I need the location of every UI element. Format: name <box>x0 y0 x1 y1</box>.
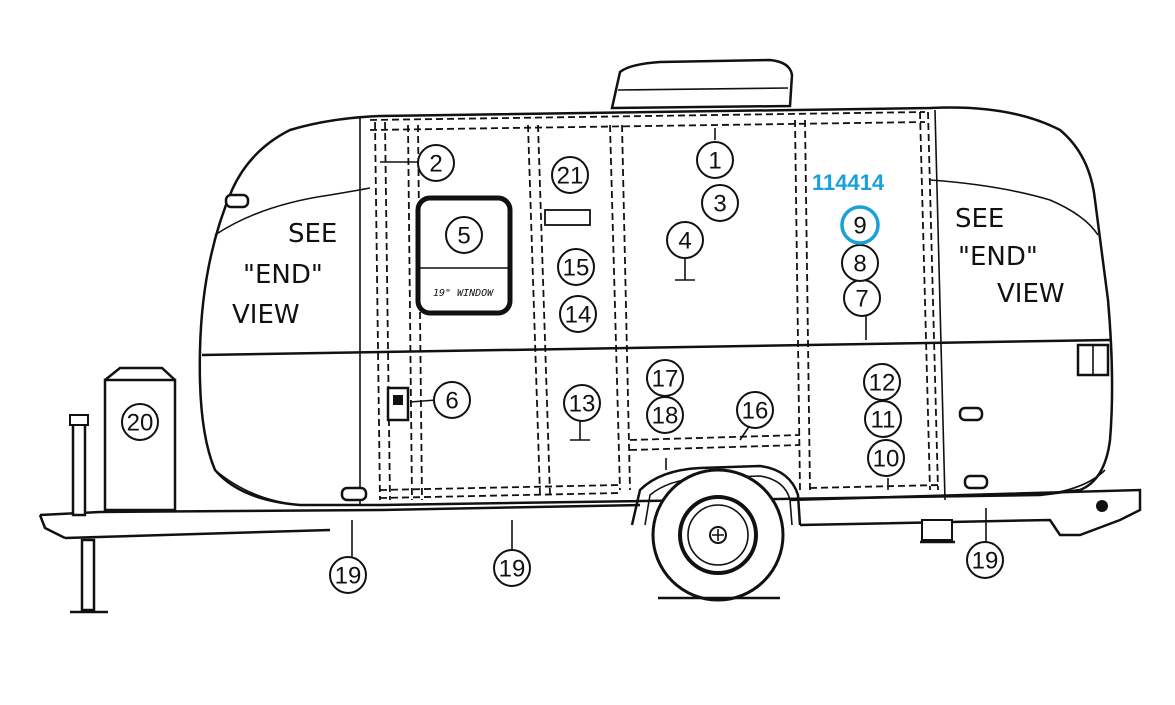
callout-2: 2 <box>417 144 455 182</box>
callout-number: 10 <box>873 446 900 473</box>
tongue-jack <box>38 414 641 614</box>
callout-number: 15 <box>563 255 590 282</box>
callout-number: 6 <box>445 388 458 415</box>
see-end-view-front: SEE "END" VIEW <box>232 219 337 330</box>
callout-15: 15 <box>557 248 595 286</box>
callout-number: 4 <box>678 228 691 255</box>
callout-number: 12 <box>869 370 896 397</box>
callout-1: 1 <box>696 141 734 179</box>
rear-marker-light <box>958 406 984 422</box>
callout-number: 21 <box>557 163 584 190</box>
end-label-rear: "END" <box>958 242 1038 272</box>
see-end-view-rear: SEE "END" VIEW <box>955 204 1065 309</box>
callout-number: 17 <box>652 366 679 393</box>
callout-number: 13 <box>569 391 596 418</box>
callout-number: 16 <box>742 398 769 425</box>
callout-number: 11 <box>871 407 896 434</box>
end-label-front: "END" <box>243 260 323 290</box>
window: 19" WINDOW <box>415 195 513 316</box>
see-label-rear: SEE <box>955 204 1004 234</box>
callout-14: 14 <box>559 295 597 333</box>
callout-10: 10 <box>867 439 905 477</box>
part-id-label: 114414 <box>812 170 885 195</box>
view-label-front: VIEW <box>232 300 300 330</box>
callout-number: 18 <box>652 403 679 430</box>
callout-13: 13 <box>563 384 601 422</box>
callout-5: 5 <box>445 216 483 254</box>
callout-number: 1 <box>708 148 721 175</box>
callout-number: 19 <box>499 556 526 583</box>
callout-12: 12 <box>863 363 901 401</box>
body-details <box>224 193 1110 502</box>
callout-18: 18 <box>646 396 684 434</box>
callout-11: 11 <box>864 400 902 438</box>
callout-number: 2 <box>429 151 442 178</box>
trailer-body <box>198 106 1114 507</box>
callout-number: 19 <box>335 563 362 590</box>
callout-number: 19 <box>972 548 999 575</box>
frame-structure <box>369 111 941 501</box>
front-marker-light <box>224 193 250 209</box>
callout-16: 16 <box>736 391 774 429</box>
callout-19c: 19 <box>966 541 1004 579</box>
callout-3: 3 <box>701 184 739 222</box>
callout-17: 17 <box>646 359 684 397</box>
lower-marker-light <box>340 486 368 502</box>
callout-number: 8 <box>853 251 866 278</box>
rear-lower-light <box>963 474 989 490</box>
window-label: 19" WINDOW <box>433 288 494 299</box>
callout-number: 9 <box>853 213 866 240</box>
callout-number: 5 <box>457 223 470 250</box>
callout-number: 7 <box>855 286 868 313</box>
callout-4: 4 <box>666 221 704 259</box>
callout-21: 21 <box>551 156 589 194</box>
see-label-front: SEE <box>288 219 337 249</box>
roof-vent <box>610 58 794 110</box>
callout-number: 20 <box>127 410 154 437</box>
propane-box <box>103 366 177 512</box>
view-label-rear: VIEW <box>997 279 1065 309</box>
callout-8: 8 <box>841 244 879 282</box>
callout-number: 3 <box>713 191 726 218</box>
callout-7: 7 <box>843 279 881 317</box>
callout-19b: 19 <box>493 549 531 587</box>
callout-6: 6 <box>433 381 471 419</box>
callout-19a: 19 <box>329 556 367 594</box>
wheel <box>630 464 802 602</box>
callout-9: 9 <box>840 205 880 245</box>
callout-20: 20 <box>121 403 159 441</box>
callout-number: 14 <box>565 302 592 329</box>
frame-rail <box>789 488 1142 544</box>
leader-lines <box>351 128 987 560</box>
